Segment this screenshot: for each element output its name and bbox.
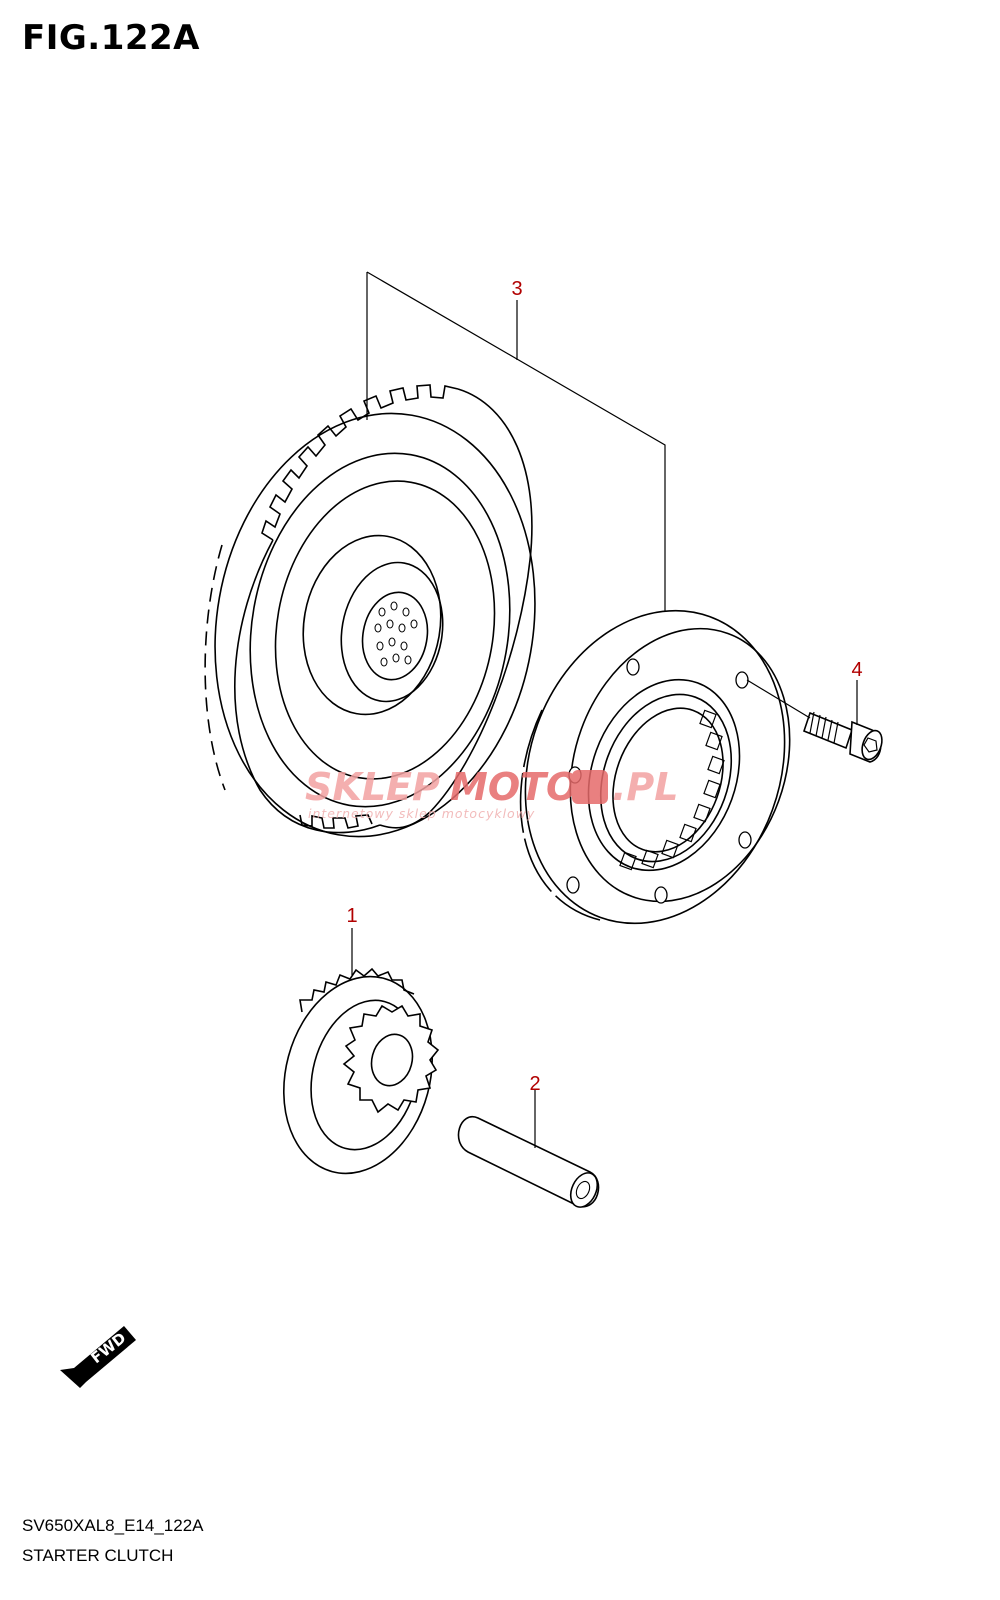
one-way-clutch[interactable]	[483, 574, 827, 960]
starter-clutch-gear[interactable]	[182, 384, 567, 862]
watermark-brand-left: SKLEP	[305, 765, 440, 809]
watermark: SKLEP MOTO .PL internetowy sklep motocyk…	[305, 765, 679, 821]
diagram-code: SV650XAL8_E14_122A	[22, 1516, 204, 1535]
idle-gear[interactable]	[263, 960, 454, 1190]
clutch-bolt[interactable]	[803, 711, 886, 763]
fwd-direction-badge: FWD	[60, 1326, 136, 1388]
callout-1[interactable]: 1	[346, 905, 357, 927]
watermark-brand-mid: MOTO	[450, 765, 578, 809]
callout-2[interactable]: 2	[529, 1073, 540, 1095]
gear-shaft[interactable]	[457, 1115, 603, 1212]
watermark-badge	[572, 770, 608, 804]
callout-labels: 1 2 3 4	[346, 278, 862, 1095]
watermark-brand-right: .PL	[612, 765, 679, 809]
watermark-tagline: internetowy sklep motocyklowy	[308, 806, 535, 821]
figure-title: FIG.122A	[22, 18, 200, 58]
leader-lines	[351, 271, 858, 1148]
callout-4[interactable]: 4	[851, 659, 862, 681]
diagram-caption: STARTER CLUTCH	[22, 1546, 174, 1565]
callout-3[interactable]: 3	[511, 278, 522, 300]
